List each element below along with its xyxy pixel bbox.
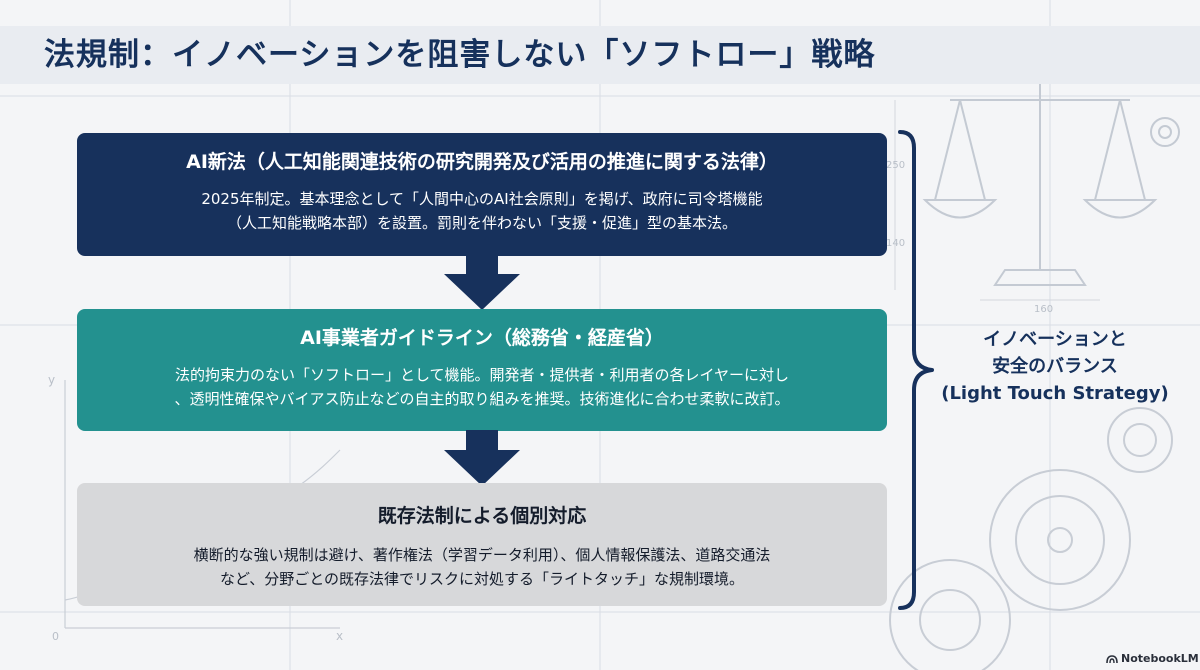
title-band bbox=[0, 26, 1200, 84]
box-business-guideline: AI事業者ガイドライン（総務省・経産省） 法的拘束力のない「ソフトロー」として機… bbox=[77, 309, 887, 431]
box-heading: 既存法制による個別対応 bbox=[377, 505, 587, 527]
box-heading: AI新法（人工知能関連技術の研究開発及び活用の推進に関する法律） bbox=[186, 151, 778, 173]
brand-name: NotebookLM bbox=[1121, 652, 1199, 665]
page-title: 法規制：イノベーションを阻害しない「ソフトロー」戦略 bbox=[44, 37, 876, 73]
brand-watermark: NotebookLM bbox=[1106, 651, 1199, 667]
balance-label-line: イノベーションと bbox=[983, 329, 1127, 350]
box-text-line: 横断的な強い規制は避け、著作権法（学習データ利用）、個人情報保護法、道路交通法 bbox=[193, 546, 771, 564]
balance-label-line: 安全のバランス bbox=[992, 356, 1118, 377]
gears-sketch bbox=[889, 407, 1173, 670]
balance-label-line: (Light Touch Strategy) bbox=[941, 383, 1169, 404]
dimension-140: 140 bbox=[886, 238, 905, 249]
down-arrow-icon bbox=[444, 430, 520, 486]
balance-label: イノベーションと 安全のバランス (Light Touch Strategy) bbox=[930, 326, 1180, 407]
down-arrow-icon bbox=[444, 254, 520, 310]
notebooklm-logo-icon bbox=[1106, 655, 1118, 664]
dimension-160: 160 bbox=[1034, 304, 1053, 315]
box-ai-new-law: AI新法（人工知能関連技術の研究開発及び活用の推進に関する法律） 2025年制定… bbox=[77, 133, 887, 256]
axis-y-label: y bbox=[48, 373, 55, 387]
dimension-250: 250 bbox=[886, 160, 905, 171]
curly-brace-icon bbox=[898, 130, 934, 610]
axis-x-label: x bbox=[336, 629, 343, 643]
box-text-line: 、透明性確保やバイアス防止などの自主的取り組みを推奨。技術進化に合わせ柔軟に改訂… bbox=[174, 390, 790, 408]
box-heading: AI事業者ガイドライン（総務省・経産省） bbox=[300, 327, 664, 349]
box-text-line: など、分野ごとの既存法律でリスクに対処する「ライトタッチ」な規制環境。 bbox=[219, 570, 745, 588]
box-text-line: 法的拘束力のない「ソフトロー」として機能。開発者・提供者・利用者の各レイヤーに対… bbox=[174, 366, 790, 384]
axis-origin-label: 0 bbox=[52, 630, 59, 643]
box-text-line: 2025年制定。基本理念として「人間中心のAI社会原則」を掲げ、政府に司令塔機能 bbox=[201, 190, 763, 208]
box-existing-laws: 既存法制による個別対応 横断的な強い規制は避け、著作権法（学習データ利用）、個人… bbox=[77, 483, 887, 606]
box-text-line: （人工知能戦略本部）を設置。罰則を伴わない「支援・促進」型の基本法。 bbox=[226, 214, 737, 232]
